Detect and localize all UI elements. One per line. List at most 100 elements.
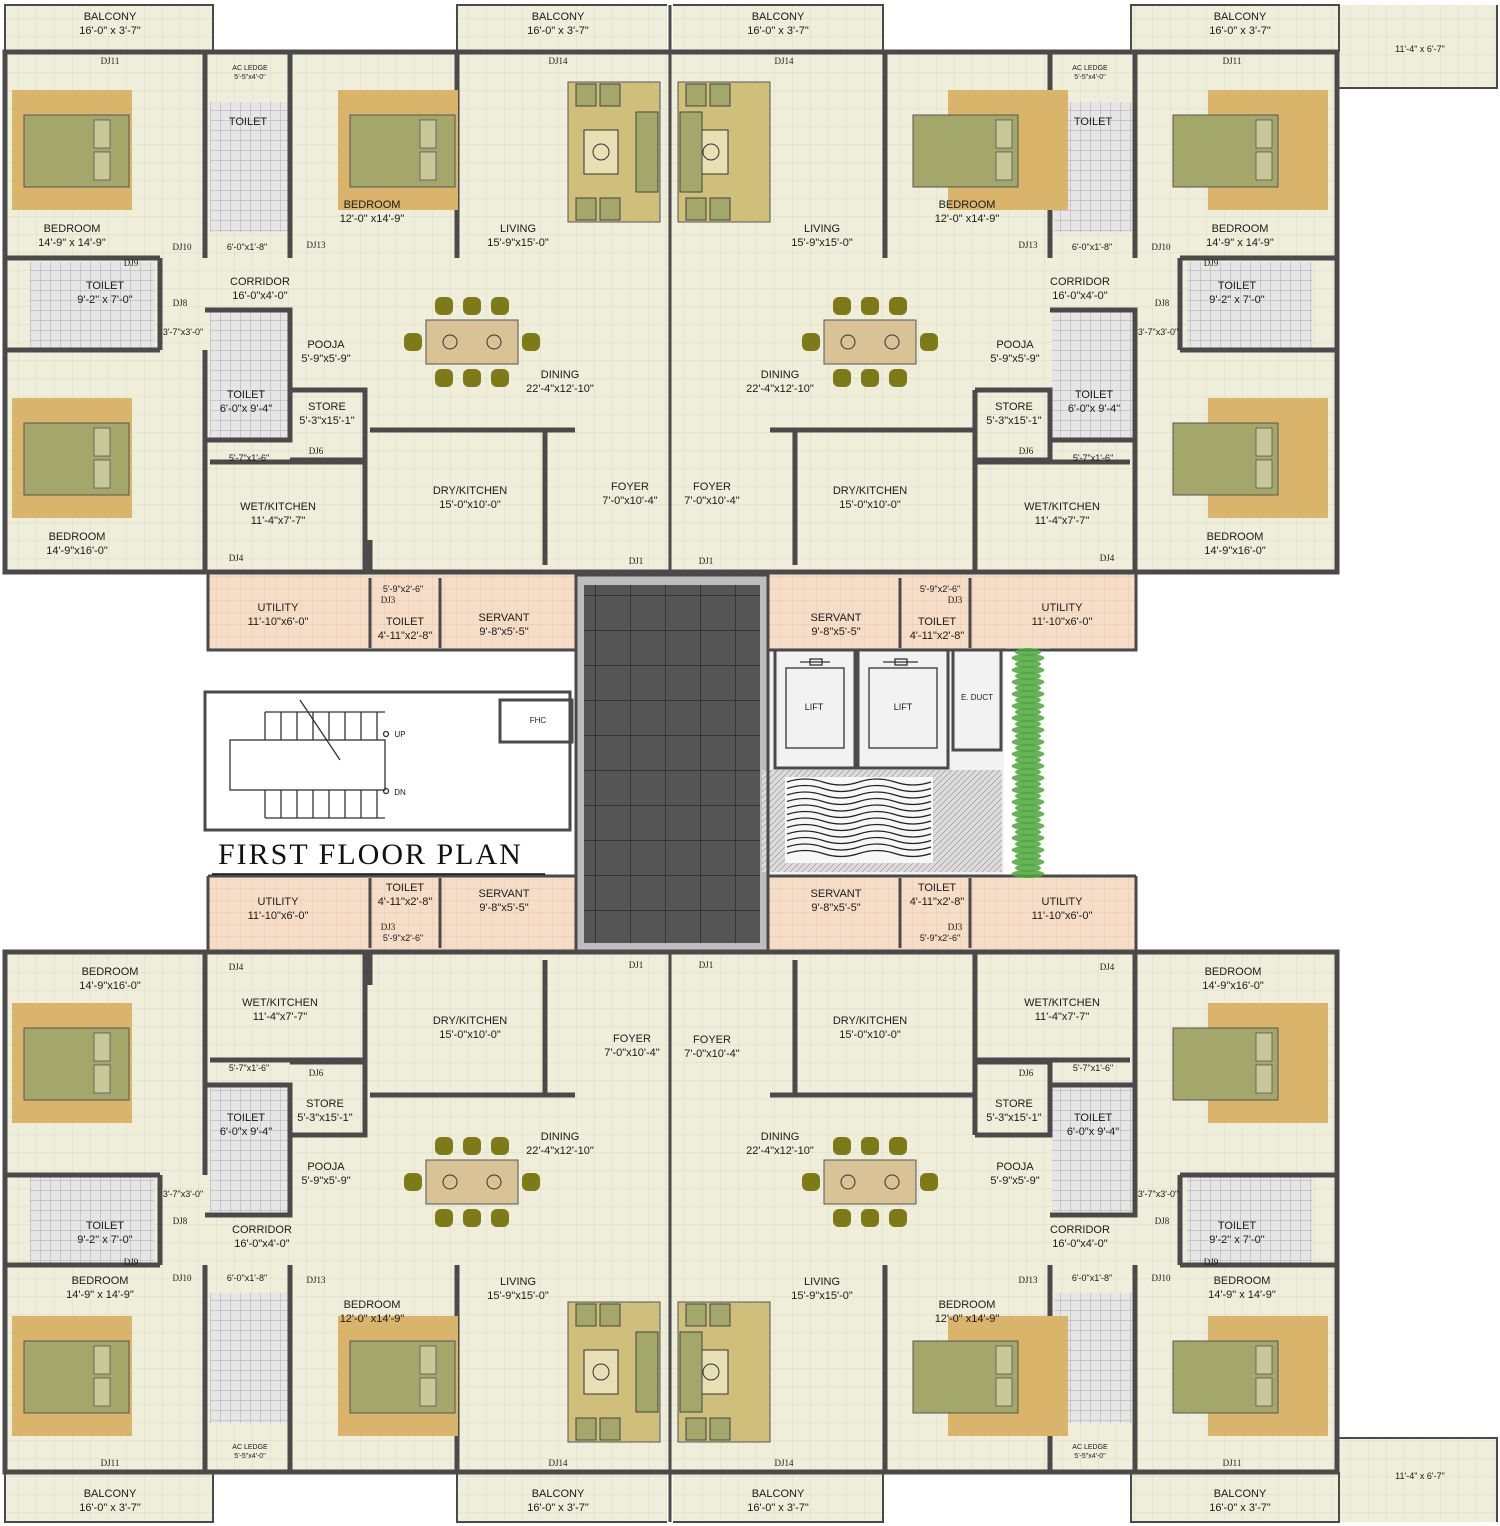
balcony-tr2-dim: 16'-0" x 3'-7" bbox=[747, 25, 809, 37]
door-tag-34: DJ8 bbox=[173, 1216, 188, 1226]
stair-up-label: UP bbox=[394, 730, 405, 739]
dining-br-dim: 22'-4"x12'-10" bbox=[746, 1145, 814, 1157]
dining-set-tr-chair-b1 bbox=[861, 369, 879, 387]
bed-tl3 bbox=[12, 398, 132, 518]
living-set-bl-table bbox=[583, 1349, 619, 1395]
door-tag-22: DJ6 bbox=[309, 1068, 324, 1078]
bed-bl1-frame bbox=[23, 1340, 130, 1414]
balcony-bl-name: BALCONY bbox=[84, 1488, 137, 1500]
garden-shrub-28 bbox=[1015, 816, 1041, 824]
small-dim-3: 6'-0"x1'-8" bbox=[1072, 1273, 1112, 1283]
bed-br3-pillow-b bbox=[1255, 1064, 1273, 1094]
garden-shrub-1 bbox=[1011, 654, 1045, 662]
dining-tr-name: DINING bbox=[761, 369, 800, 381]
door-tag-37: DJ14 bbox=[548, 1458, 568, 1468]
door-tag-17: DJ1 bbox=[699, 556, 714, 566]
toilet-tl3-name: TOILET bbox=[386, 616, 425, 628]
toilet-tl1-name: TOILET bbox=[86, 280, 125, 292]
bedroom-tl3-dim: 14'-9"x16'-0" bbox=[46, 545, 108, 557]
bed-tl2-pillow-a bbox=[419, 119, 437, 149]
staircase bbox=[229, 699, 390, 819]
dining-set-tr-chair-t0 bbox=[833, 297, 851, 315]
balcony-tr2-name: BALCONY bbox=[752, 11, 805, 23]
garden-shrub-15 bbox=[1011, 738, 1045, 746]
bed-tr2-pillow-a bbox=[995, 119, 1013, 149]
living-tr-name: LIVING bbox=[804, 223, 840, 235]
small-dim-12: 3'-7"x3'-0" bbox=[163, 327, 203, 337]
wet-tr-dim: 11'-4"x7'-7" bbox=[1035, 515, 1090, 527]
store-tr-dim: 5'-3"x15'-1" bbox=[986, 415, 1042, 427]
utility-tl-dim: 11'-10"x6'-0" bbox=[248, 616, 309, 628]
wave-line-11 bbox=[786, 849, 932, 858]
dining-set-br-chair-b1 bbox=[861, 1209, 879, 1227]
balcony-tl-dim: 16'-0" x 3'-7" bbox=[79, 25, 141, 37]
bed-bl1-pillow-a bbox=[93, 1345, 111, 1375]
bed-br1 bbox=[1172, 1316, 1328, 1436]
dry-tr-name: DRY/KITCHEN bbox=[833, 485, 907, 497]
garden-shrub-7 bbox=[1011, 690, 1045, 698]
garden-shrub-29 bbox=[1011, 822, 1045, 830]
bed-tl2-pillow-b bbox=[419, 151, 437, 181]
store-bl-name: STORE bbox=[306, 1098, 344, 1110]
toilet-bl2-name: TOILET bbox=[227, 1112, 266, 1124]
bed-tl2 bbox=[338, 90, 458, 210]
small-dim-13: 3'-7"x3'-0" bbox=[1138, 327, 1178, 337]
corridor-br-name: CORRIDOR bbox=[1050, 1224, 1110, 1236]
living-tl-dim: 15'-9"x15'-0" bbox=[487, 237, 549, 249]
garden-strip bbox=[1011, 648, 1045, 878]
bedroom-bl3-dim: 14'-9"x16'-0" bbox=[79, 980, 141, 992]
door-tag-9: DJ9 bbox=[1204, 258, 1219, 268]
toilet-tl3-dim: 4'-11"x2'-8" bbox=[378, 630, 433, 642]
dining-set-br-chair-r bbox=[920, 1173, 938, 1191]
bedroom-tr1-dim: 14'-9" x 14'-9" bbox=[1206, 237, 1274, 249]
utility-tr-dim: 11'-10"x6'-0" bbox=[1032, 616, 1093, 628]
bed-br1-pillow-a bbox=[1255, 1345, 1273, 1375]
door-tag-15: DJ6 bbox=[1019, 446, 1034, 456]
dining-bl-dim: 22'-4"x12'-10" bbox=[526, 1145, 594, 1157]
lift-cabins bbox=[785, 658, 938, 749]
toilet-tr3-name: TOILET bbox=[918, 616, 957, 628]
balcony-br-dim: 16'-0" x 3'-7" bbox=[1209, 1502, 1271, 1514]
bed-br1-pillow-b bbox=[1255, 1377, 1273, 1407]
small-dim-14: 3'-7"x3'-0" bbox=[163, 1189, 203, 1199]
bed-bl3-pillow-b bbox=[93, 1064, 111, 1094]
toilet-br3-name: TOILET bbox=[918, 882, 957, 894]
balcony-tl2-dim: 16'-0" x 3'-7" bbox=[527, 25, 589, 37]
living-set-bl-seat-t1 bbox=[599, 1303, 621, 1327]
living-set-br-sofa bbox=[679, 1331, 703, 1413]
bed-tr3-pillow-b bbox=[1255, 459, 1273, 489]
dry-tl-name: DRY/KITCHEN bbox=[433, 485, 507, 497]
garden-shrub-22 bbox=[1015, 780, 1041, 788]
toilet-br2-name: TOILET bbox=[1074, 1112, 1113, 1124]
dining-set-tr-chair-b0 bbox=[833, 369, 851, 387]
bedroom-bl2-dim: 12'-0" x14'-9" bbox=[340, 1313, 405, 1325]
balcony-bl-dim: 16'-0" x 3'-7" bbox=[79, 1502, 141, 1514]
servant-tr-dim: 9'-8"x5'-5" bbox=[811, 626, 860, 638]
toilet-tr0-name: TOILET bbox=[1074, 116, 1113, 128]
small-dim-1: 6'-0"x1'-8" bbox=[1072, 242, 1112, 252]
corridor-tr-dim: 16'-0"x4'-0" bbox=[1052, 290, 1108, 302]
bed-bl3-pillow-a bbox=[93, 1032, 111, 1062]
toilet-bl2-dim: 6'-0"x 9'-4" bbox=[220, 1126, 272, 1138]
garden-shrub-34 bbox=[1015, 852, 1041, 860]
dining-set-bl-chair-t1 bbox=[463, 1137, 481, 1155]
living-set-bl-seat-t0 bbox=[575, 1303, 597, 1327]
small-dim-8: 5'-7"x1'-6" bbox=[229, 453, 269, 463]
bed-bl2 bbox=[338, 1316, 458, 1436]
utility-tl-name: UTILITY bbox=[258, 602, 300, 614]
bed-br3 bbox=[1172, 1003, 1328, 1123]
living-set-tr-seat-b0 bbox=[685, 197, 707, 221]
bed-bl3 bbox=[12, 1003, 132, 1123]
door-tag-4: DJ10 bbox=[172, 242, 192, 252]
small-dim-4: 5'-9"x2'-6" bbox=[383, 584, 423, 594]
living-set-tl-sofa bbox=[635, 111, 659, 193]
door-tag-1: DJ14 bbox=[548, 56, 568, 66]
lift-label-2: LIFT bbox=[894, 702, 913, 712]
walls bbox=[2, 4, 1498, 1523]
balcony-br2-name: BALCONY bbox=[752, 1488, 805, 1500]
wet-bl-name: WET/KITCHEN bbox=[242, 997, 318, 1009]
toilet-br2-dim: 6'-0"x 9'-4" bbox=[1067, 1126, 1119, 1138]
bed-br2-pillow-b bbox=[995, 1377, 1013, 1407]
wave-line-6 bbox=[786, 817, 932, 825]
